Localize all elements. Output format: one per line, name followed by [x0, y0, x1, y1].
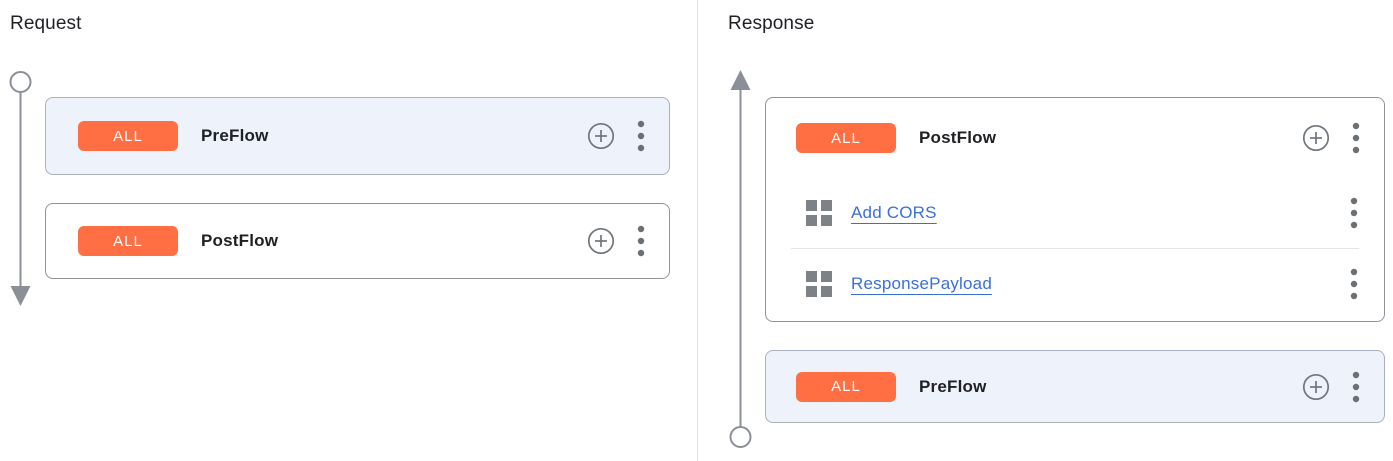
condition-badge: ALL [78, 121, 178, 151]
response-preflow-card[interactable]: ALL PreFlow [765, 350, 1385, 423]
policy-link-response-payload[interactable]: ResponsePayload [851, 274, 992, 293]
flow-name: PreFlow [919, 376, 987, 396]
add-policy-button[interactable] [1301, 372, 1331, 402]
policy-row: Add CORS [766, 178, 1384, 248]
response-panel-title: Response [728, 13, 815, 34]
condition-badge: ALL [796, 123, 896, 153]
request-preflow-card[interactable]: ALL PreFlow [45, 97, 670, 175]
policy-grid-icon [806, 200, 832, 226]
flow-menu-button[interactable] [635, 119, 647, 153]
add-policy-button[interactable] [1301, 123, 1331, 153]
kebab-menu-icon [1352, 122, 1360, 154]
request-postflow-card[interactable]: ALL PostFlow [45, 203, 670, 279]
request-timeline-arrow-down [9, 71, 32, 306]
flow-name: PostFlow [201, 231, 279, 250]
response-postflow-card[interactable]: ALL PostFlow [765, 97, 1385, 322]
flow-name: PostFlow [919, 128, 997, 147]
kebab-menu-icon [637, 225, 645, 257]
request-panel-title: Request [10, 13, 82, 34]
policy-row: ResponsePayload [766, 249, 1384, 319]
add-policy-button[interactable] [586, 121, 616, 151]
plus-circle-icon [587, 122, 615, 150]
flow-name: PreFlow [201, 126, 269, 145]
condition-badge: ALL [78, 226, 178, 256]
plus-circle-icon [1302, 373, 1330, 400]
kebab-menu-icon [1352, 371, 1360, 402]
plus-circle-icon [587, 227, 615, 255]
kebab-menu-icon [637, 120, 645, 152]
plus-circle-icon [1302, 124, 1330, 152]
flow-menu-button[interactable] [1350, 370, 1362, 404]
kebab-menu-icon [1350, 268, 1358, 300]
response-timeline-arrow-up [729, 70, 752, 448]
flow-menu-button[interactable] [635, 224, 647, 258]
policy-link-add-cors[interactable]: Add CORS [851, 203, 937, 222]
panel-divider [697, 0, 698, 461]
policy-row-divider [791, 248, 1359, 249]
policy-menu-button[interactable] [1348, 267, 1360, 301]
kebab-menu-icon [1350, 197, 1358, 229]
condition-badge: ALL [796, 371, 896, 402]
add-policy-button[interactable] [586, 226, 616, 256]
policy-grid-icon [806, 271, 832, 297]
flow-menu-button[interactable] [1350, 121, 1362, 155]
policy-menu-button[interactable] [1348, 196, 1360, 230]
